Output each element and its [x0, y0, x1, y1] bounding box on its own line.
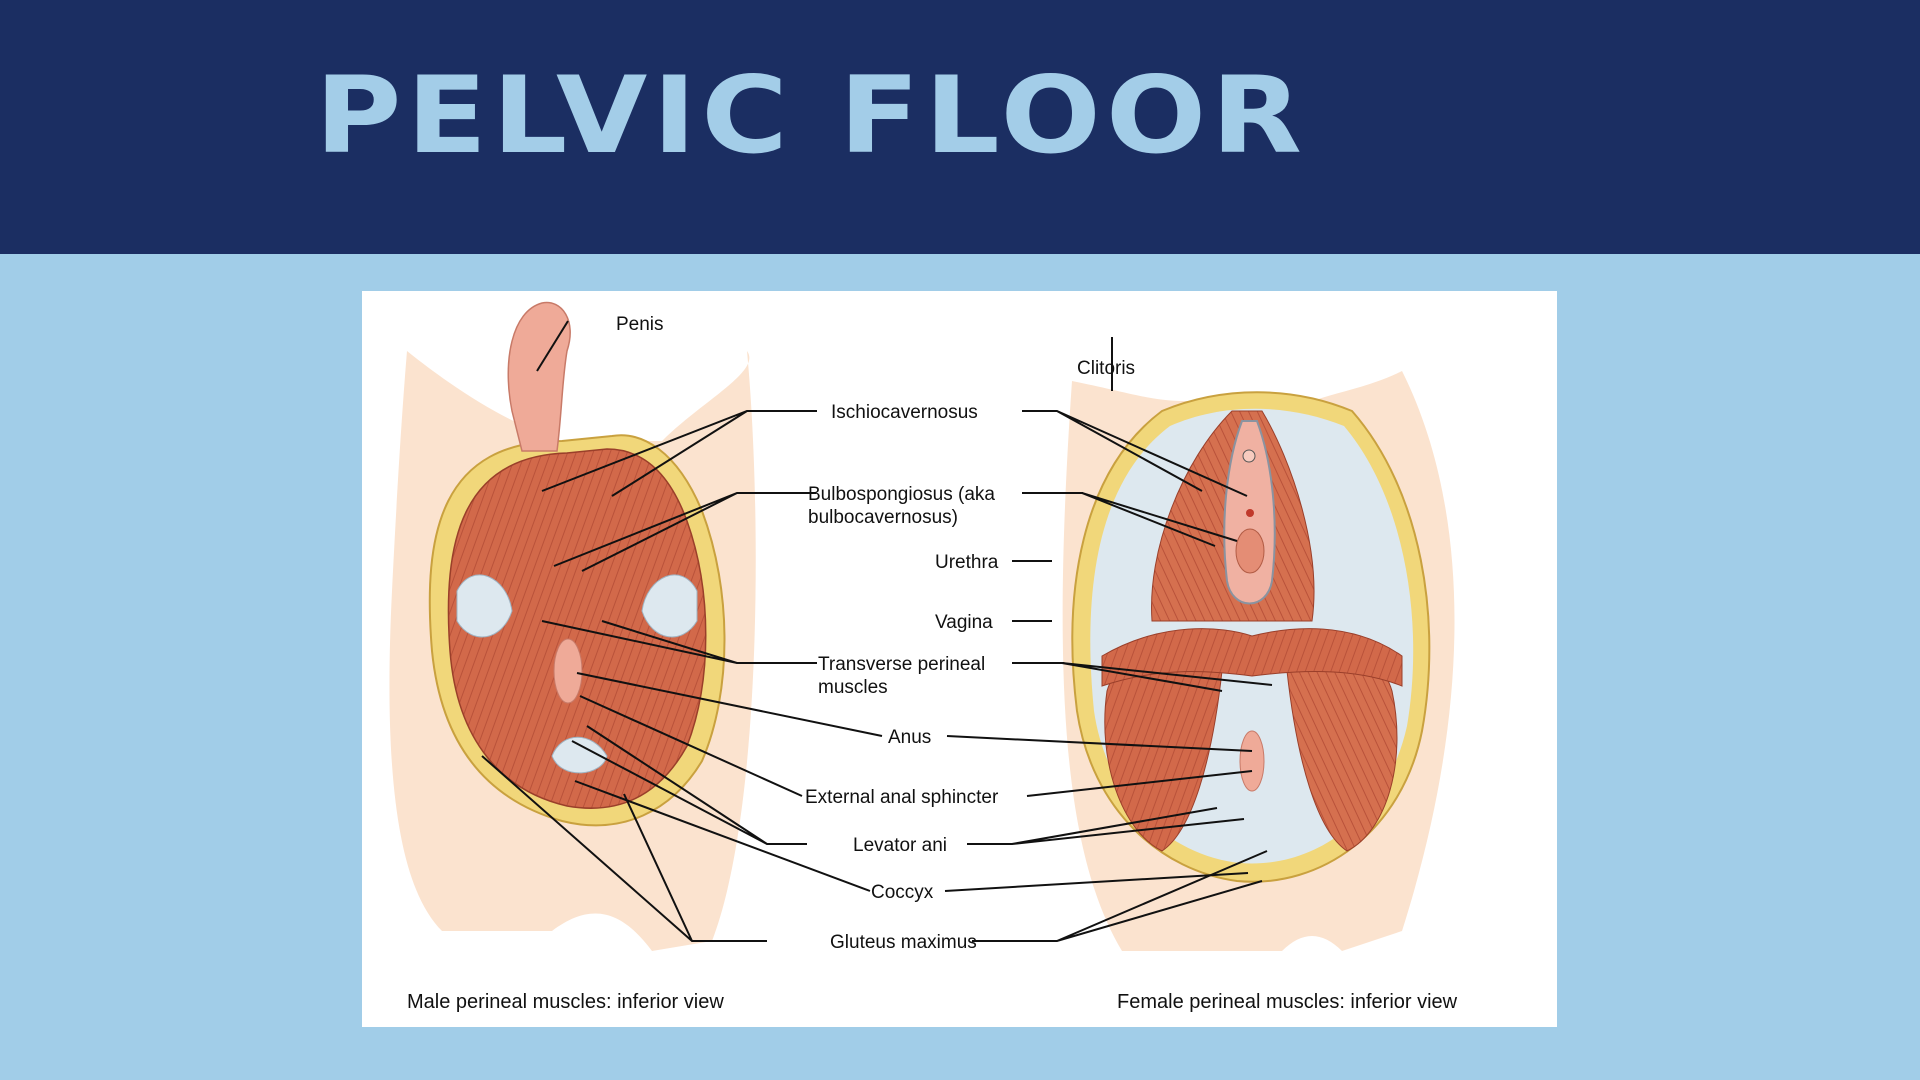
label-urethra: Urethra: [935, 552, 999, 573]
female-anus: [1239, 730, 1265, 792]
label-bulbospongiosus-line2: bulbocavernosus): [808, 507, 958, 528]
diagram-labels: Penis Clitoris Ischiocavernosus Bulbospo…: [407, 314, 1458, 1013]
caption-male: Male perineal muscles: inferior view: [407, 991, 724, 1013]
label-ischiocavernosus: Ischiocavernosus: [831, 402, 978, 423]
label-vagina: Vagina: [935, 612, 993, 633]
title-banner: PELVIC FLOOR: [0, 0, 1920, 254]
male-ligament-left: [456, 574, 513, 638]
female-illustration: [1062, 371, 1455, 951]
pelvic-floor-diagram: Penis Clitoris Ischiocavernosus Bulbospo…: [389, 301, 1458, 1013]
label-coccyx: Coccyx: [871, 882, 934, 903]
female-vagina: [1235, 528, 1265, 574]
male-coccyx-area: [551, 736, 608, 774]
female-urethra: [1246, 509, 1254, 517]
label-penis: Penis: [616, 314, 664, 335]
label-gluteus-maximus: Gluteus maximus: [830, 932, 977, 953]
label-anus: Anus: [888, 727, 931, 748]
female-transverse-muscle: [1101, 628, 1403, 687]
label-bulbospongiosus-line1: Bulbospongiosus (aka: [808, 484, 995, 505]
caption-female: Female perineal muscles: inferior view: [1117, 991, 1458, 1013]
page-title: PELVIC FLOOR: [315, 53, 1308, 178]
diagram-panel: Penis Clitoris Ischiocavernosus Bulbospo…: [362, 291, 1557, 1027]
label-external-anal-sphincter: External anal sphincter: [805, 787, 999, 808]
label-transverse-line1: Transverse perineal: [818, 654, 985, 675]
label-transverse-line2: muscles: [818, 677, 888, 698]
label-clitoris: Clitoris: [1077, 358, 1135, 379]
male-anus: [553, 638, 583, 704]
leader-lines: [481, 320, 1273, 942]
label-levator-ani: Levator ani: [853, 835, 947, 856]
male-ligament-right: [641, 574, 698, 638]
male-penis: [507, 301, 571, 452]
female-clitoris: [1242, 449, 1256, 463]
